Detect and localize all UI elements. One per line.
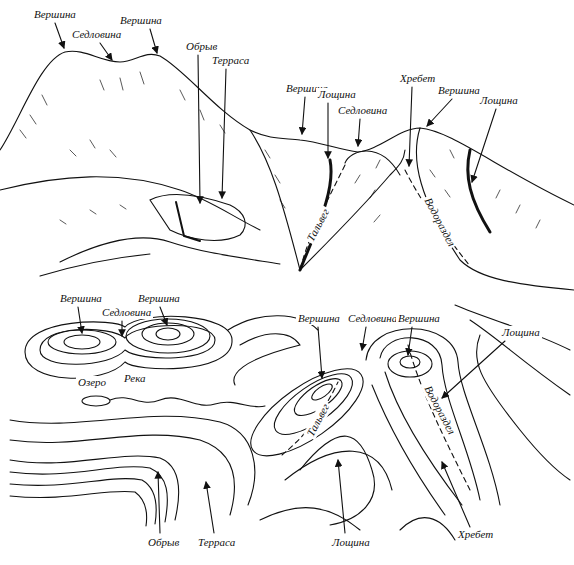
terrain-label: Лощина: [330, 536, 372, 549]
terrain-label: Обрыв: [146, 536, 181, 549]
terrain-label: Тальвег: [303, 205, 332, 245]
terrain-label: Озеро: [76, 376, 108, 389]
terrain-label: Лощина: [316, 88, 358, 101]
terrain-label: Седловина: [70, 28, 123, 41]
terrain-label: Лощина: [500, 326, 542, 339]
terrain-label: Вершина: [32, 8, 78, 21]
terrain-label: Обрыв: [184, 40, 219, 53]
terrain-label: Вершина: [118, 14, 164, 27]
terrain-label: Хребет: [398, 72, 437, 85]
terrain-label: Лощина: [478, 94, 520, 107]
terrain-label: Терраса: [210, 54, 251, 67]
terrain-label: Вершина: [58, 292, 104, 305]
terrain-label: Седловина: [100, 306, 153, 319]
terrain-label: Вершина: [296, 312, 342, 325]
terrain-label: Терраса: [196, 536, 237, 549]
terrain-label: Вершина: [396, 312, 442, 325]
terrain-label: Тальвег: [303, 400, 332, 440]
terrain-label: Река: [122, 372, 148, 385]
terrain-label: Хребет: [456, 528, 495, 541]
terrain-label: Водораздел: [421, 194, 459, 251]
terrain-label: Вершина: [136, 292, 182, 305]
terrain-label: Вершина: [436, 84, 482, 97]
terrain-label: Седловина: [336, 104, 389, 117]
terrain-label: Седловина: [346, 312, 399, 325]
